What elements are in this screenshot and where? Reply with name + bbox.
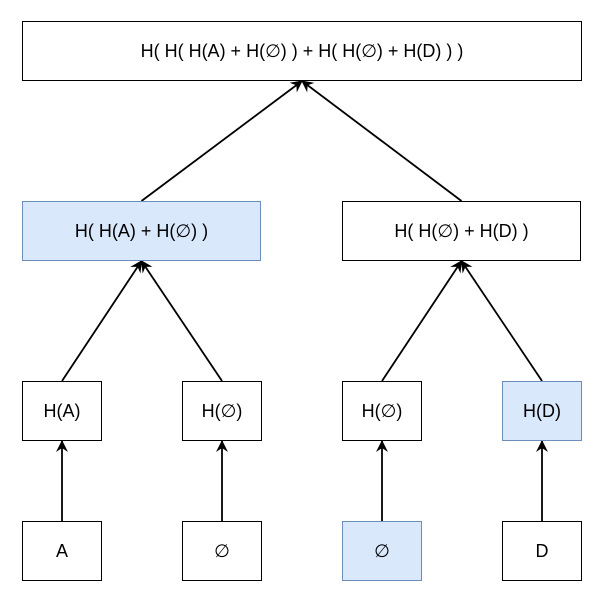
edge-hash_empty_2-to-right xyxy=(381,260,463,382)
edge-hash_a-to-left xyxy=(61,260,143,382)
hash-a-node: H(A) xyxy=(22,381,102,441)
leaf-d-node: D xyxy=(502,521,582,581)
leaf-empty-node-2: ∅ xyxy=(342,521,422,581)
hash-empty-node-1: H(∅) xyxy=(182,381,262,441)
left-internal-node: H( H(A) + H(∅) ) xyxy=(22,201,261,261)
edge-hash_empty_1-to-left xyxy=(140,260,223,382)
hash-d-node: H(D) xyxy=(502,381,582,441)
root-hash-node: H( H( H(A) + H(∅) ) + H( H(∅) + H(D) ) ) xyxy=(22,21,582,81)
edge-right-to-root xyxy=(301,80,463,202)
edge-hash_d-to-right xyxy=(460,260,543,382)
leaf-empty-node-1: ∅ xyxy=(182,521,262,581)
hash-empty-node-2: H(∅) xyxy=(342,381,422,441)
leaf-a-node: A xyxy=(22,521,102,581)
edge-left-to-root xyxy=(140,80,303,202)
right-internal-node: H( H(∅) + H(D) ) xyxy=(342,201,581,261)
